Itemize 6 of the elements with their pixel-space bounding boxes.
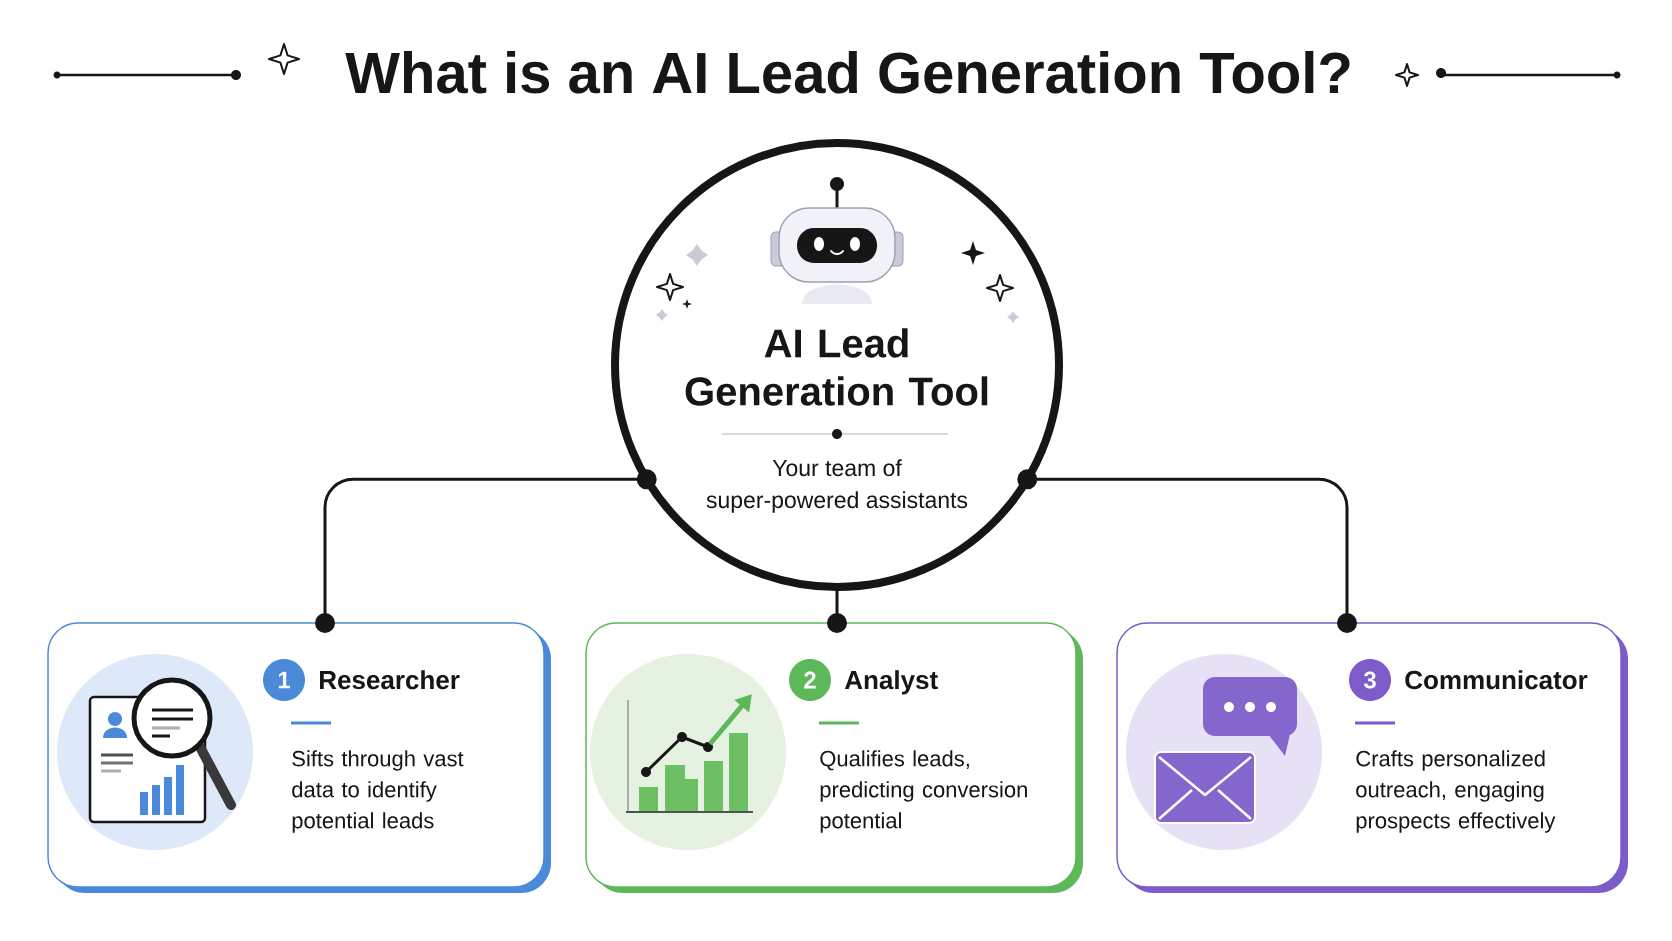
title: What is an AI Lead Generation Tool? <box>345 50 1350 94</box>
hub-subtitle: Your team of super-powered assistants <box>706 459 968 513</box>
connector <box>827 587 847 633</box>
connector <box>1017 469 1357 633</box>
connector <box>315 469 657 633</box>
hub-title: AI Lead Generation Tool <box>685 328 988 406</box>
